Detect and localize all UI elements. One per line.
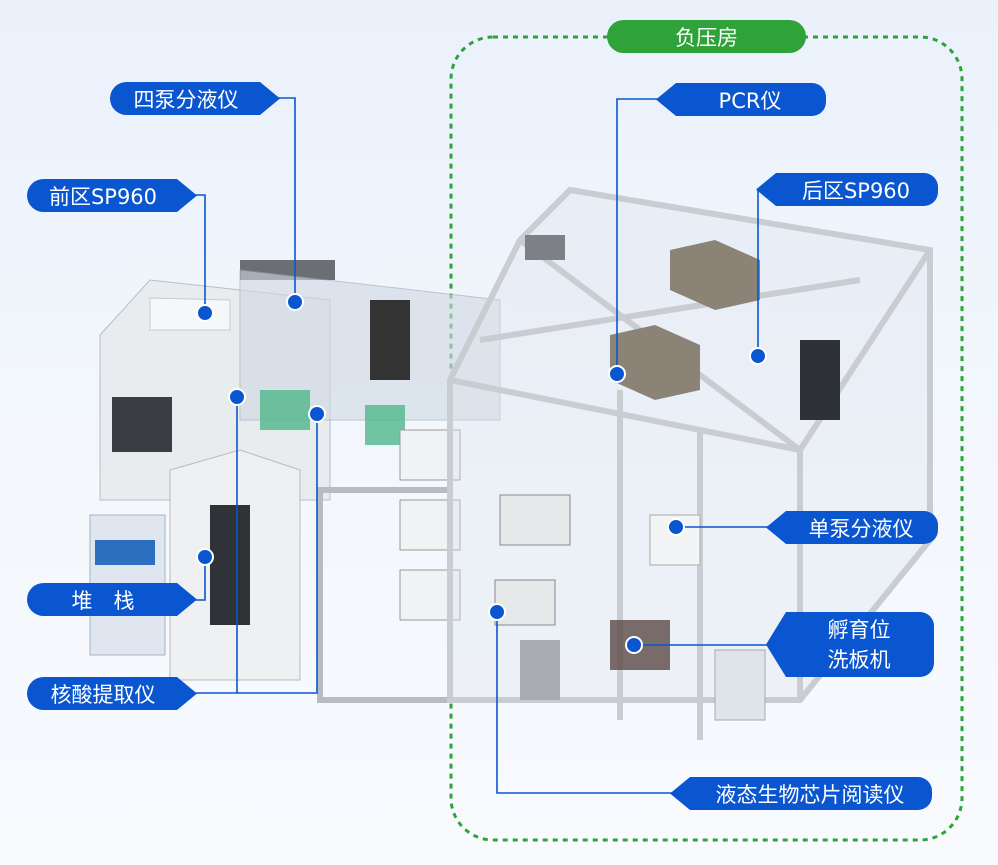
front-sp960-marker	[196, 304, 214, 322]
chip-reader-label: 液态生物芯片阅读仪	[670, 777, 932, 810]
front-equipment	[89, 260, 501, 703]
rear-sp960-marker	[749, 347, 767, 365]
single-pump-dispenser-marker	[667, 518, 685, 536]
incubator-label-line2: 洗板机	[827, 647, 891, 672]
nucleic-extractor-marker-1	[228, 388, 246, 406]
single-pump-dispenser-label: 单泵分液仪	[766, 511, 938, 544]
leader-lines	[195, 97, 768, 794]
incubator-washer-marker	[625, 636, 643, 654]
callout-dots	[196, 293, 767, 654]
rear-sp960-label: 后区SP960	[756, 173, 938, 206]
negative-pressure-room-enclosure	[447, 186, 933, 740]
stacker-label: 堆 栈	[27, 583, 197, 616]
nucleic-extractor-marker-2	[308, 405, 326, 423]
four-pump-dispenser-marker	[286, 293, 304, 311]
front-sp960-label: 前区SP960	[27, 179, 197, 212]
nucleic-extractor-label: 核酸提取仪	[27, 677, 197, 710]
pcr-label: PCR仪	[656, 83, 826, 116]
stacker-marker	[196, 548, 214, 566]
chip-reader-marker	[488, 603, 506, 621]
four-pump-dispenser-label: 四泵分液仪	[110, 82, 280, 115]
negative-pressure-room-label: 负压房	[607, 20, 806, 53]
pcr-marker	[608, 365, 626, 383]
incubator-washer-label: 孵育位 洗板机	[766, 612, 934, 677]
incubator-label-line1: 孵育位	[827, 617, 891, 642]
room-equipment	[494, 235, 840, 721]
